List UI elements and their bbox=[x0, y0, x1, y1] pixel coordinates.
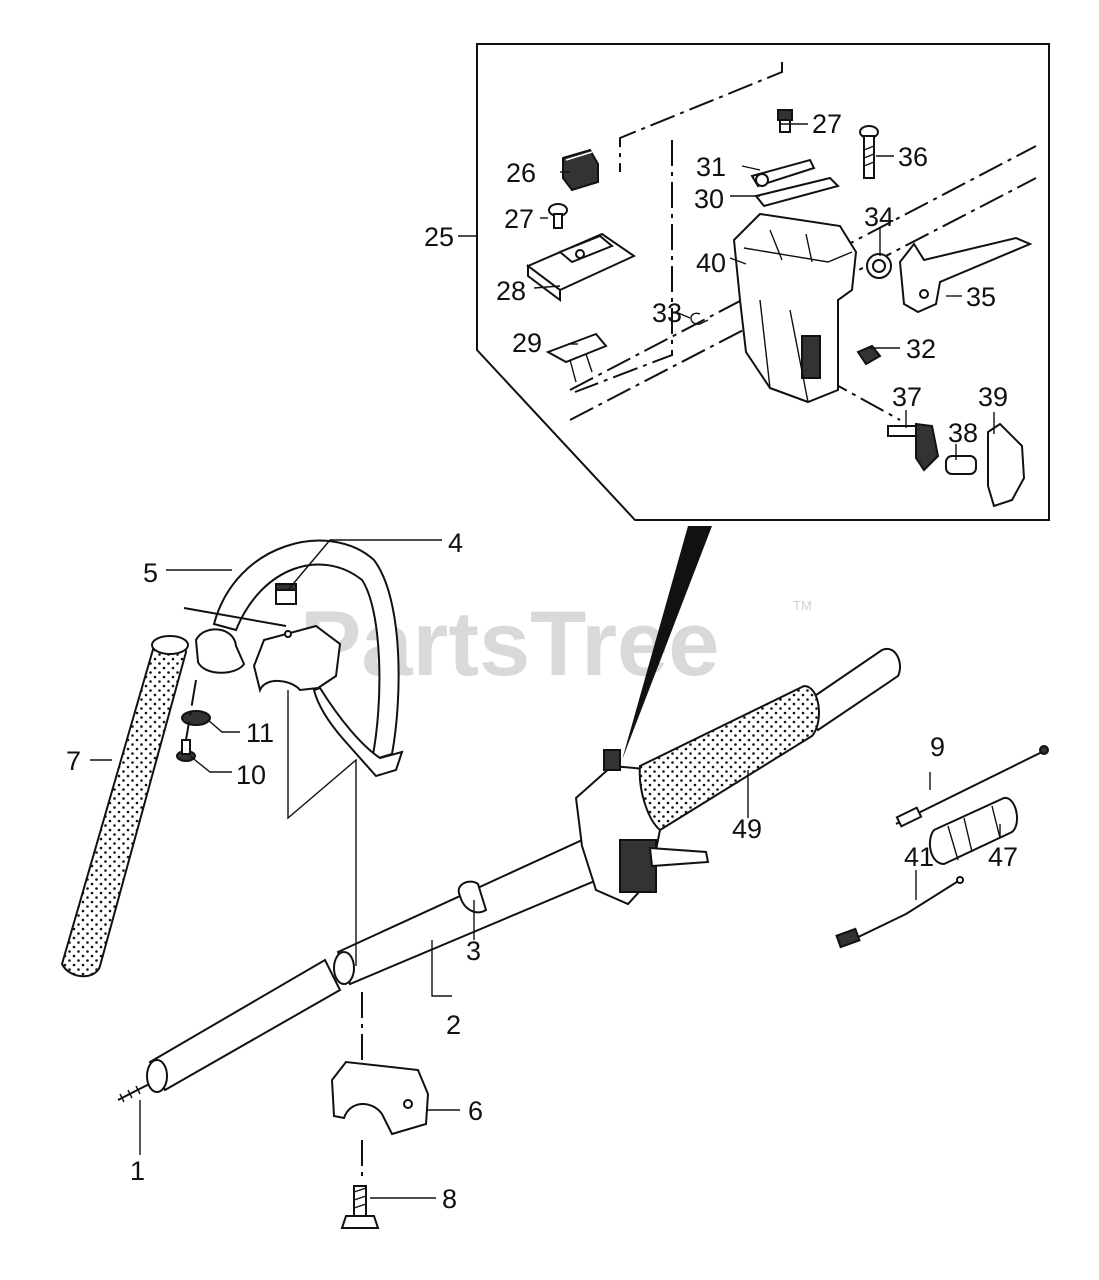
part-31-contact bbox=[750, 158, 816, 188]
part-49-grip bbox=[638, 647, 901, 832]
callout-11: 11 bbox=[246, 718, 274, 748]
callout-25: 25 bbox=[424, 222, 454, 252]
callout-31: 31 bbox=[696, 152, 726, 182]
part-29-switch-spring bbox=[545, 332, 608, 383]
part-1-drive-shaft bbox=[117, 958, 342, 1103]
callout-5: 5 bbox=[143, 558, 158, 588]
loop-handle-bracket bbox=[252, 624, 404, 778]
handle-assembly bbox=[574, 749, 710, 906]
callout-4: 4 bbox=[448, 528, 463, 558]
detail-inset bbox=[476, 43, 1050, 760]
part-6-clamp bbox=[330, 1060, 430, 1136]
callout-9: 9 bbox=[930, 732, 945, 762]
callout-33: 33 bbox=[652, 298, 682, 328]
part-27-screw-upper bbox=[777, 109, 793, 133]
part-4-nut bbox=[275, 583, 297, 605]
part-39-cover bbox=[987, 422, 1026, 508]
part-32-nut bbox=[856, 344, 882, 366]
callout-30: 30 bbox=[694, 184, 724, 214]
callout-47: 47 bbox=[988, 842, 1018, 872]
callout-2: 2 bbox=[446, 1010, 461, 1040]
callout-10: 10 bbox=[236, 760, 266, 790]
part-30-contact bbox=[754, 176, 840, 208]
part-8-bolt bbox=[340, 1185, 380, 1229]
part-37-lock-lever bbox=[887, 422, 940, 472]
part-3-clamp bbox=[457, 880, 488, 914]
part-28-plate bbox=[526, 232, 637, 302]
part-36-bolt bbox=[859, 125, 879, 179]
callout-39: 39 bbox=[978, 382, 1008, 412]
callout-32: 32 bbox=[906, 334, 936, 364]
part-40-switch-housing bbox=[732, 212, 858, 404]
callout-27-lower: 27 bbox=[504, 204, 534, 234]
callout-35: 35 bbox=[966, 282, 996, 312]
leader-lines bbox=[90, 123, 1001, 1199]
callout-34: 34 bbox=[864, 202, 894, 232]
callout-29: 29 bbox=[512, 328, 542, 358]
callout-8: 8 bbox=[442, 1184, 457, 1214]
callout-41: 41 bbox=[904, 842, 934, 872]
part-34-spring bbox=[866, 253, 892, 279]
callout-37: 37 bbox=[892, 382, 922, 412]
watermark-trademark: TM bbox=[793, 598, 812, 613]
inset-pointer-arrow bbox=[622, 526, 712, 760]
callout-26: 26 bbox=[506, 158, 536, 188]
part-47-tube bbox=[928, 797, 1019, 866]
callout-40: 40 bbox=[696, 248, 726, 278]
callout-36: 36 bbox=[898, 142, 928, 172]
part-41-wire bbox=[835, 876, 964, 949]
callout-27-upper: 27 bbox=[812, 109, 842, 139]
callout-49: 49 bbox=[732, 814, 762, 844]
loop-handle-clamp-left bbox=[194, 628, 246, 674]
callout-28: 28 bbox=[496, 276, 526, 306]
callout-3: 3 bbox=[466, 936, 481, 966]
part-27-screw-lower bbox=[548, 203, 568, 229]
part-35-throttle-trigger bbox=[898, 236, 1033, 314]
callout-1: 1 bbox=[130, 1156, 145, 1186]
callout-6: 6 bbox=[468, 1096, 483, 1126]
callout-38: 38 bbox=[948, 418, 978, 448]
callout-7: 7 bbox=[66, 746, 81, 776]
part-26-knob bbox=[562, 148, 599, 192]
part-7-front-grip bbox=[60, 635, 189, 978]
part-38-spring bbox=[945, 455, 977, 475]
part-9-cable bbox=[895, 745, 1049, 828]
part-11-washer bbox=[181, 710, 211, 726]
part-33-clip bbox=[690, 312, 709, 325]
